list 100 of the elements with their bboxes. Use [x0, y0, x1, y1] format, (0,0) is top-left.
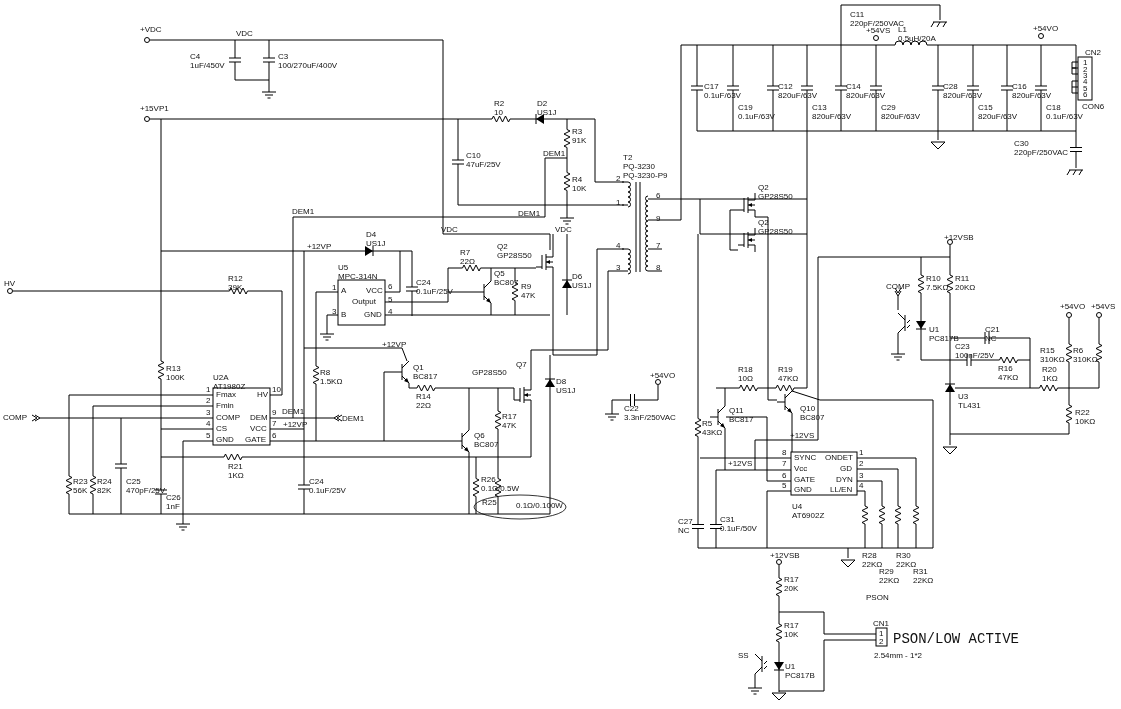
value-label: 10 — [494, 109, 503, 117]
part-label: U1 — [929, 326, 940, 334]
part-label: R7 — [460, 249, 471, 257]
pin-name: GATE — [245, 436, 267, 444]
part-label: C17 — [704, 83, 719, 91]
part-label: C29 — [881, 104, 896, 112]
pin-number: 3 — [616, 264, 621, 272]
value-label: PQ-3230 — [623, 163, 656, 171]
pin-number: 1 — [332, 284, 337, 292]
pin-name: CS — [216, 425, 228, 433]
value-label: GP28S50 — [758, 228, 793, 236]
net-label: VDC — [555, 226, 572, 234]
pin-number: 6 — [1083, 91, 1088, 99]
value-label: 2.54mm - 1*2 — [874, 652, 923, 660]
value-label: 82K — [97, 487, 112, 495]
part-label: T2 — [623, 154, 633, 162]
net-label: +12VS — [790, 432, 815, 440]
value-label: BC807 — [474, 441, 499, 449]
part-label: C28 — [943, 83, 958, 91]
pin-name: ONDET — [825, 454, 853, 462]
part-label: C14 — [846, 83, 861, 91]
net-label: +54VS — [866, 27, 891, 35]
value-label: 47KΩ — [998, 374, 1019, 382]
net-label: +15VP1 — [140, 105, 169, 113]
part-label: R21 — [228, 463, 243, 471]
net-label: +12VSB — [770, 552, 800, 560]
part-label: D2 — [537, 100, 548, 108]
part-label: R10 — [926, 275, 941, 283]
value-label: 820uF/63V — [1012, 92, 1052, 100]
value-label: NC — [678, 527, 690, 535]
net-label: DEM1 — [292, 208, 315, 216]
value-label: 47K — [521, 292, 536, 300]
value-label: 100/270uF/400V — [278, 62, 338, 70]
part-label: R4 — [572, 176, 583, 184]
part-label: C10 — [466, 152, 481, 160]
part-label: R13 — [166, 365, 181, 373]
part-label: SS — [738, 652, 749, 660]
pin-number: 5 — [206, 432, 211, 440]
part-label: Q2 — [497, 243, 508, 251]
value-label: 0.1uF/25V — [309, 487, 346, 495]
net-label: DEM1 — [282, 408, 305, 416]
value-label: 47K — [502, 422, 517, 430]
pin-number: 6 — [388, 283, 393, 291]
part-label: Q1 — [413, 364, 424, 372]
pin-number: 1 — [1083, 59, 1088, 67]
part-label: C15 — [978, 104, 993, 112]
pin-number: 2 — [879, 638, 884, 646]
part-label: CN1 — [873, 620, 889, 628]
part-label: CN2 — [1085, 49, 1101, 57]
pin-number: 6 — [656, 192, 661, 200]
part-label: R17 — [784, 622, 799, 630]
part-label: R15 — [1040, 347, 1055, 355]
pin-name: COMP — [216, 414, 240, 422]
net-label: +54VO — [1033, 25, 1059, 33]
net-label: +54VO — [650, 372, 676, 380]
value-label: 22KΩ — [879, 577, 900, 585]
value-label: US1J — [572, 282, 592, 290]
pin-name: GND — [794, 486, 812, 494]
net-label: +12VP — [382, 341, 407, 349]
value-label: US1J — [537, 109, 557, 117]
value-label: 470pF/25V — [126, 487, 166, 495]
part-label: R14 — [416, 393, 431, 401]
net-label: +54VS — [1091, 303, 1116, 311]
value-label: 91K — [572, 137, 587, 145]
part-label: C21 — [985, 326, 1000, 334]
value-label: GP28S50 — [497, 252, 532, 260]
part-label: R29 — [879, 568, 894, 576]
pin-name: GD — [840, 465, 852, 473]
part-label: R23 — [73, 478, 88, 486]
pin-name: SYNC — [794, 454, 817, 462]
part-label: C16 — [1012, 83, 1027, 91]
value-label: 100nF/25V — [955, 352, 995, 360]
value-label: 43KΩ — [702, 429, 723, 437]
pin-name: GATE — [794, 476, 816, 484]
value-label: GP28S50 — [758, 193, 793, 201]
part-label: Q2 — [758, 184, 769, 192]
pin-number: 8 — [656, 264, 661, 272]
value-label: 0.1uF/50V — [720, 525, 757, 533]
value-label: AT6902Z — [792, 512, 825, 520]
part-label: D4 — [366, 231, 377, 239]
part-label: R3 — [572, 128, 583, 136]
pin-number: 4 — [859, 482, 864, 490]
pin-number: 9 — [656, 215, 661, 223]
pin-number: 2 — [206, 397, 211, 405]
value-label: 0.1uF/63V — [1046, 113, 1083, 121]
part-label: L1 — [898, 26, 907, 34]
pin-name: Fmax — [216, 391, 236, 399]
pin-name: A — [341, 287, 347, 295]
value-label: 10K — [784, 631, 799, 639]
net-label: +12VP — [283, 421, 308, 429]
part-label: C23 — [955, 343, 970, 351]
part-label: C3 — [278, 53, 289, 61]
net-label: +54VO — [1060, 303, 1086, 311]
value-label: GP28S50 — [472, 369, 507, 377]
part-label: D6 — [572, 273, 583, 281]
pin-number: 5 — [388, 296, 393, 304]
value-label: 3.3nF/250VAC — [624, 414, 676, 422]
value-label: 310KΩ — [1040, 356, 1065, 364]
value-label: 1nF — [166, 503, 180, 511]
pin-number: 1 — [879, 630, 884, 638]
